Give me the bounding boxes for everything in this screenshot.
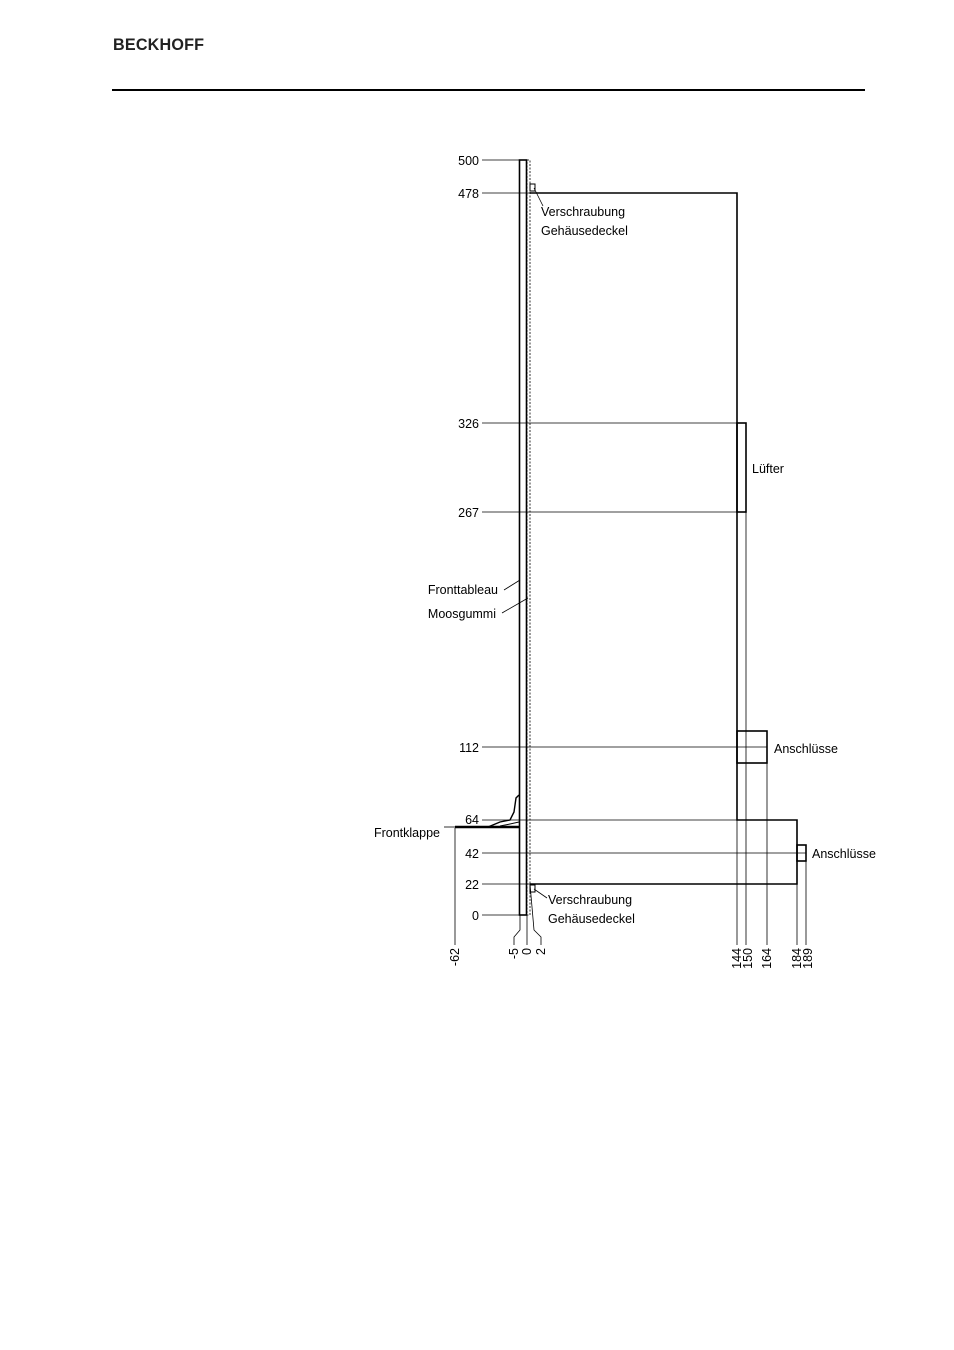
depth-label-minus62: -62 [448, 948, 462, 966]
label-connections-1: Anschlüsse [774, 742, 838, 756]
depth-label-2: 2 [534, 948, 548, 955]
height-labels: 500 478 326 267 112 64 42 22 0 [458, 154, 479, 923]
depth-label-minus5: -5 [507, 948, 521, 959]
label-fan: Lüfter [752, 462, 784, 476]
leader-foam-rubber [501, 597, 529, 614]
label-screw-top-2: Gehäusedeckel [541, 224, 628, 238]
height-label-112: 112 [459, 741, 479, 755]
front-flap-hinge [487, 794, 520, 828]
front-panel-plate [518, 159, 528, 916]
annotation-leaders [444, 187, 548, 899]
height-label-478: 478 [458, 187, 479, 201]
screw-bottom [529, 884, 536, 893]
depth-label-0: 0 [520, 948, 534, 955]
depth-leader-lines [454, 512, 807, 945]
height-label-500: 500 [458, 154, 479, 168]
front-panel [518, 159, 531, 916]
foam-rubber-strip [526, 159, 531, 916]
label-screw-bottom-2: Gehäusedeckel [548, 912, 635, 926]
screw-top [529, 183, 536, 192]
connections-box-2 [796, 844, 807, 862]
connections-box-1 [736, 730, 768, 764]
height-label-326: 326 [458, 417, 479, 431]
leader-screw-bottom [533, 888, 548, 899]
front-flap-hinge-inner [499, 821, 520, 827]
label-front-flap: Frontklappe [374, 826, 440, 840]
depth-label-164: 164 [760, 948, 774, 969]
height-label-42: 42 [465, 847, 479, 861]
depth-label-184: 184 [790, 948, 804, 969]
brand-logo: BECKHOFF [113, 35, 205, 54]
height-label-267: 267 [458, 506, 479, 520]
height-label-0: 0 [472, 909, 479, 923]
leader-2 [529, 883, 542, 945]
height-label-22: 22 [465, 878, 479, 892]
label-screw-top-1: Verschraubung [541, 205, 625, 219]
leader-front-panel [503, 579, 521, 591]
annotation-labels: Verschraubung Gehäusedeckel Lüfter Front… [374, 205, 876, 926]
height-label-64: 64 [465, 813, 479, 827]
leader-minus5 [513, 915, 521, 945]
depth-labels: -62 -5 0 2 144 150 164 184 189 [448, 948, 815, 969]
depth-label-189: 189 [801, 948, 815, 969]
depth-label-144: 144 [730, 948, 744, 969]
front-flap [455, 794, 520, 829]
label-connections-2: Anschlüsse [812, 847, 876, 861]
height-leader-lines [482, 159, 806, 916]
housing-outline [530, 192, 798, 885]
header-divider [112, 89, 865, 91]
label-foam-rubber: Moosgummi [428, 607, 496, 621]
fan-box [736, 422, 747, 513]
leader-screw-top [533, 187, 544, 207]
depth-label-150: 150 [741, 948, 755, 969]
label-screw-bottom-1: Verschraubung [548, 893, 632, 907]
housing [529, 183, 807, 893]
label-front-panel: Fronttableau [428, 583, 498, 597]
